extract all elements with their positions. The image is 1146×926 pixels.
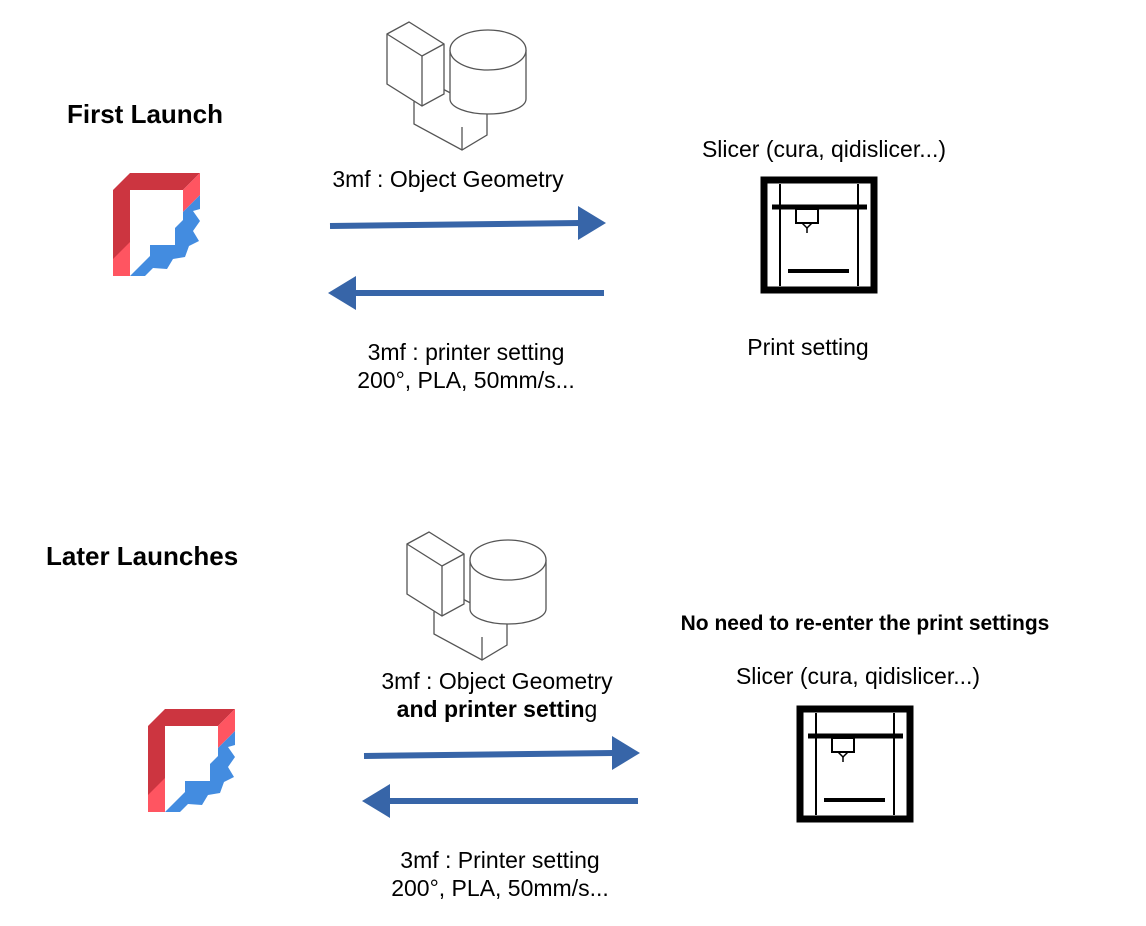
forward-label-line2-bold: and printer settin [396, 696, 585, 722]
return-label-line2: 200°, PLA, 50mm/s... [357, 367, 575, 393]
return-label-line2: 200°, PLA, 50mm/s... [391, 875, 609, 901]
slicer-label: Slicer (cura, qidislicer...) [735, 663, 981, 689]
return-arrow-icon [328, 276, 604, 310]
forward-arrow-icon [329, 206, 606, 240]
3d-printer-icon [760, 176, 878, 294]
first-launch-heading: First Launch [67, 99, 224, 129]
return-label-line1: 3mf : printer setting [367, 339, 565, 365]
slicer-caption: Print setting [747, 334, 869, 360]
3d-objects-icon [406, 531, 547, 661]
return-label-line1: 3mf : Printer setting [400, 847, 600, 873]
forward-label-line2: and printer setting [350, 696, 644, 723]
forward-label: 3mf : Object Geometry [332, 166, 564, 192]
later-launches-heading: Later Launches [46, 541, 239, 571]
slicer-label: Slicer (cura, qidislicer...) [701, 136, 947, 162]
forward-label-line1: 3mf : Object Geometry [381, 668, 613, 694]
no-reenter-note: No need to re-enter the print settings [680, 612, 1050, 635]
freecad-logo-icon [113, 173, 200, 276]
forward-label-line2-rest: g [584, 696, 598, 722]
forward-arrow-icon [363, 736, 640, 770]
freecad-logo-icon [148, 709, 235, 812]
return-arrow-icon [362, 784, 638, 818]
3d-printer-icon [796, 705, 914, 823]
3d-objects-icon [386, 21, 527, 151]
